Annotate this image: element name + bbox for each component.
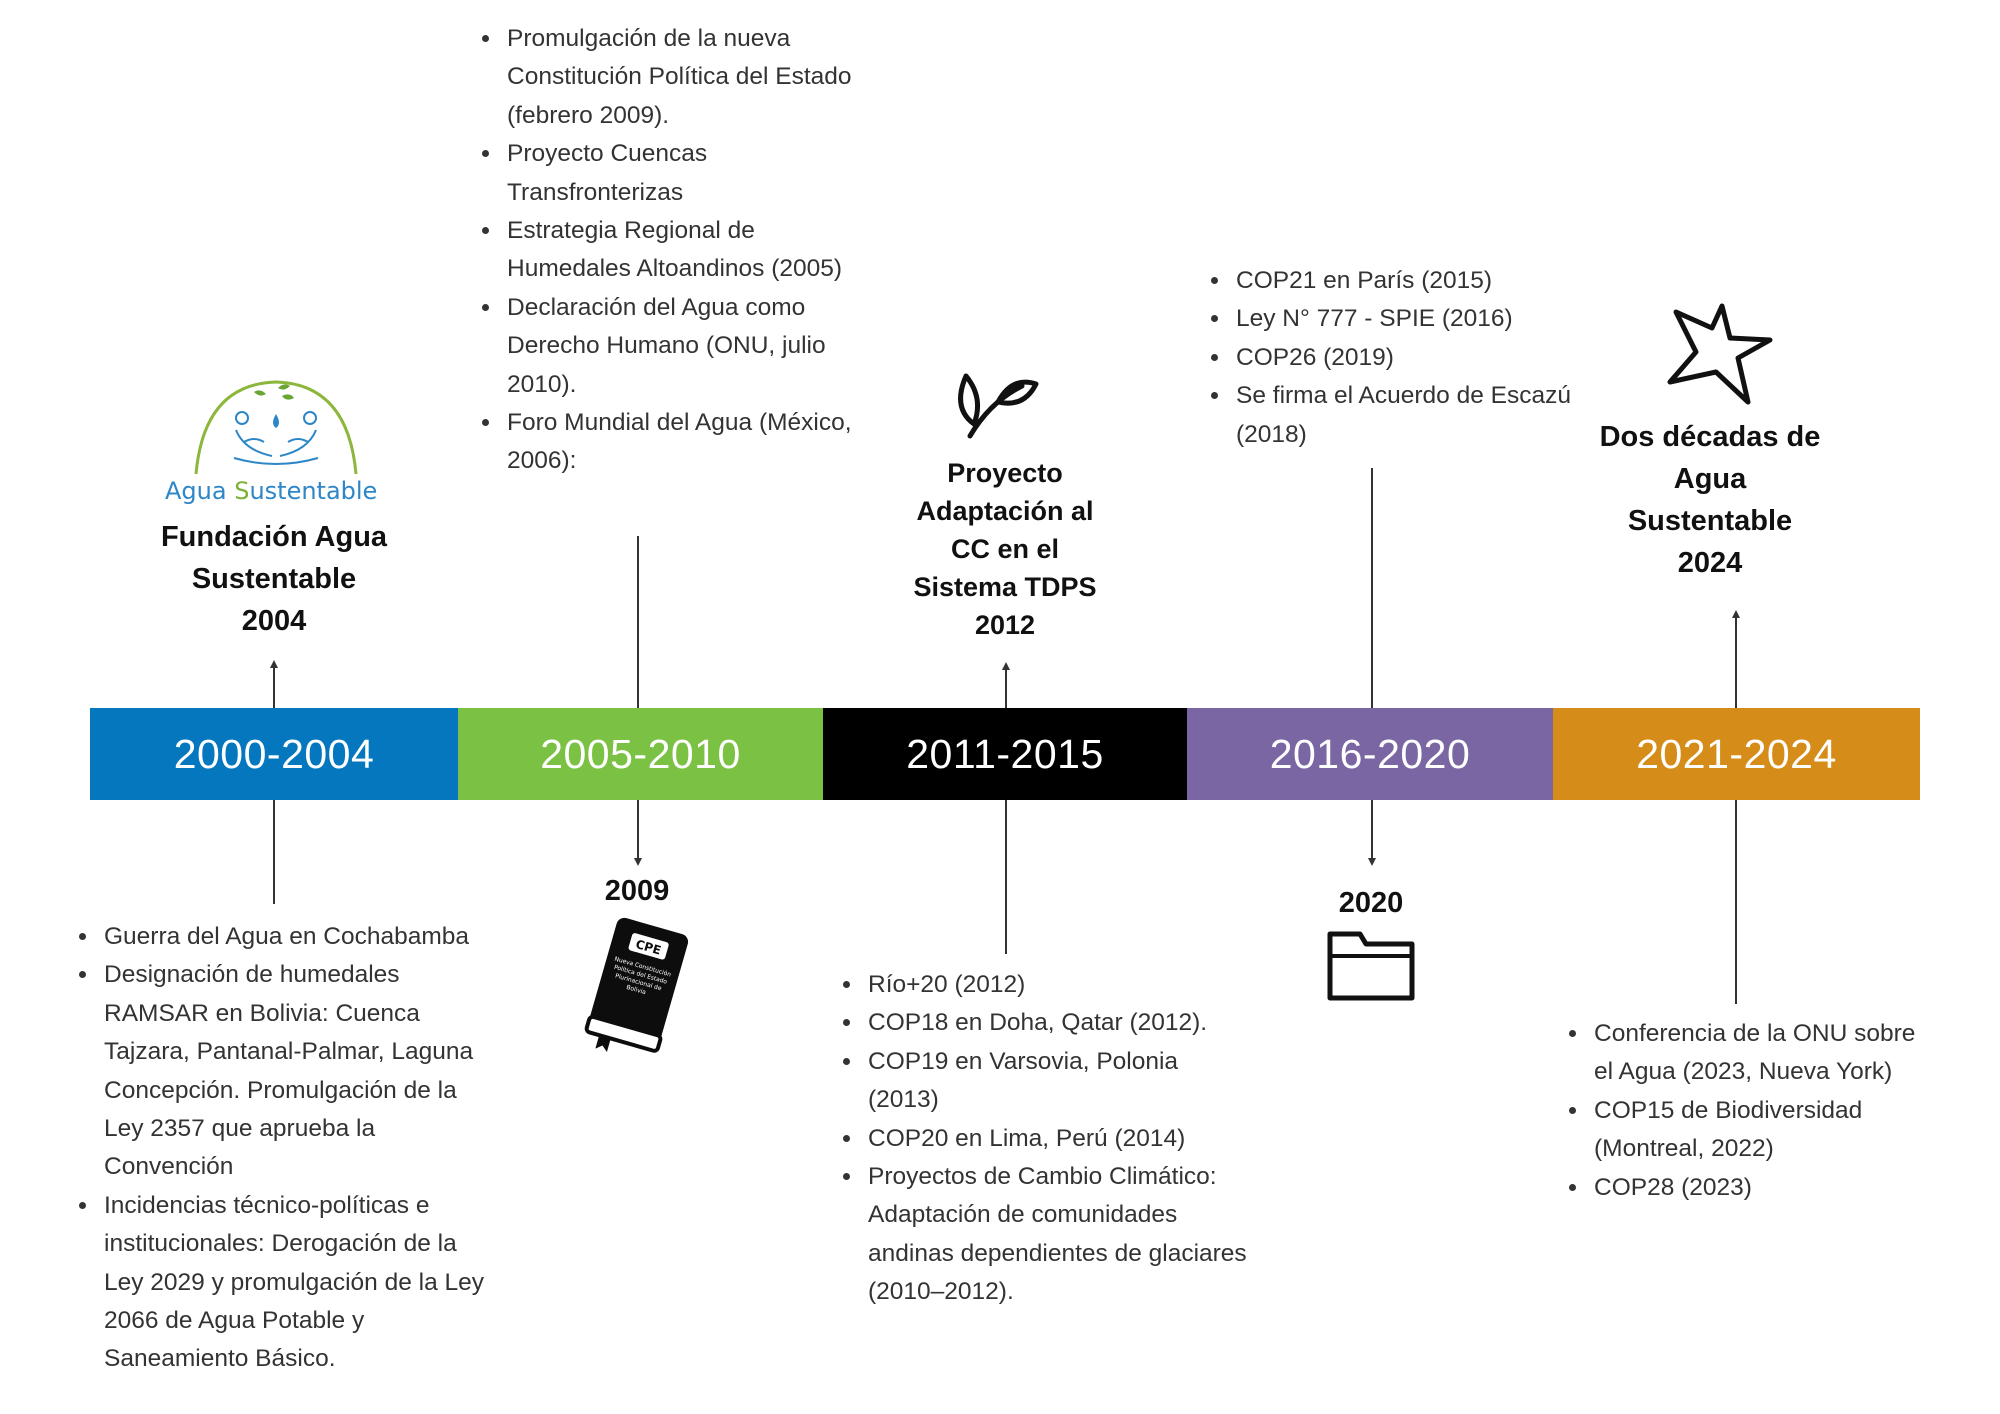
logo-letter-s: S bbox=[234, 477, 250, 505]
event-2009: 2009 bbox=[604, 875, 670, 907]
event-2024-line2: Agua bbox=[1673, 463, 1747, 495]
constitution-book-icon: CPE Nueva Constitución Política del Esta… bbox=[584, 917, 689, 1053]
list-item: Proyecto Cuencas Transfronterizas bbox=[503, 135, 853, 212]
list-item: Incidencias técnico-políticas e instituc… bbox=[100, 1187, 500, 1379]
list-item: Conferencia de la ONU sobre el Agua (202… bbox=[1590, 1015, 1940, 1092]
event-2004-line2: Sustentable bbox=[191, 563, 357, 595]
agua-sustentable-logo-icon bbox=[194, 380, 358, 475]
event-2004-line3: 2004 bbox=[241, 605, 307, 637]
sprout-icon bbox=[958, 373, 1039, 439]
logo-word-ustentable: ustentable bbox=[249, 477, 378, 505]
logo-text: Agua Sustentable bbox=[165, 477, 377, 505]
arrow-2024 bbox=[1732, 610, 1740, 618]
connector-2011-down bbox=[1005, 800, 1007, 954]
list-item: COP21 en París (2015) bbox=[1232, 262, 1592, 300]
connector-2024-up bbox=[1735, 616, 1737, 708]
list-item: Río+20 (2012) bbox=[864, 966, 1254, 1004]
list-item: Ley N° 777 - SPIE (2016) bbox=[1232, 300, 1592, 338]
list-item: Proyectos de Cambio Climático: Adaptació… bbox=[864, 1158, 1254, 1312]
arrow-2009 bbox=[634, 858, 642, 866]
book-title: CPE bbox=[634, 937, 663, 958]
period-2005-2010: 2005-2010 bbox=[458, 708, 823, 800]
connector-2012-up bbox=[1005, 666, 1007, 708]
list-item: Se firma el Acuerdo de Escazú (2018) bbox=[1232, 377, 1592, 454]
connector-2005-up bbox=[637, 536, 639, 708]
list-item: COP20 en Lima, Perú (2014) bbox=[864, 1120, 1254, 1158]
period-2000-2004: 2000-2004 bbox=[90, 708, 458, 800]
list-2021-2024: Conferencia de la ONU sobre el Agua (202… bbox=[1562, 1015, 1940, 1207]
folder-icon bbox=[1327, 931, 1415, 1001]
event-2004-line1: Fundación Agua bbox=[160, 521, 388, 553]
list-item: Estrategia Regional de Humedales Altoand… bbox=[503, 212, 853, 289]
event-fundacion-2004: Fundación Agua Sustentable 2004 bbox=[134, 516, 414, 642]
event-2012-line2: Adaptación al bbox=[916, 496, 1094, 526]
event-2012-line4: Sistema TDPS bbox=[913, 572, 1097, 602]
list-2000-2004: Guerra del Agua en Cochabamba Designació… bbox=[72, 918, 500, 1379]
period-2021-2024: 2021-2024 bbox=[1553, 708, 1920, 800]
event-2024-line4: 2024 bbox=[1677, 547, 1743, 579]
connector-2004-up bbox=[273, 664, 275, 708]
list-item: Guerra del Agua en Cochabamba bbox=[100, 918, 500, 956]
list-2005-2010: Promulgación de la nueva Constitución Po… bbox=[475, 20, 853, 481]
list-item: COP28 (2023) bbox=[1590, 1169, 1940, 1207]
event-proyecto-2012: Proyecto Adaptación al CC en el Sistema … bbox=[870, 454, 1140, 644]
star-icon bbox=[1667, 303, 1773, 405]
list-item: COP18 en Doha, Qatar (2012). bbox=[864, 1004, 1254, 1042]
connector-2000-down bbox=[273, 800, 275, 904]
connector-2021-down bbox=[1735, 800, 1737, 1004]
event-2012-line1: Proyecto bbox=[947, 458, 1063, 488]
period-2011-2015: 2011-2015 bbox=[823, 708, 1187, 800]
event-2012-line5: 2012 bbox=[974, 610, 1036, 640]
connector-2016-up bbox=[1371, 468, 1373, 708]
event-2024-line3: Sustentable bbox=[1627, 505, 1793, 537]
event-2012-line3: CC en el bbox=[950, 534, 1060, 564]
event-2024-line1: Dos décadas de bbox=[1599, 421, 1821, 453]
list-item: Designación de humedales RAMSAR en Boliv… bbox=[100, 956, 500, 1186]
list-2011-2015: Río+20 (2012) COP18 en Doha, Qatar (2012… bbox=[836, 966, 1254, 1312]
connector-2020-down bbox=[1371, 800, 1373, 858]
list-item: Promulgación de la nueva Constitución Po… bbox=[503, 20, 853, 135]
list-2016-2020: COP21 en París (2015) Ley N° 777 - SPIE … bbox=[1204, 262, 1592, 454]
list-item: COP19 en Varsovia, Polonia (2013) bbox=[864, 1043, 1254, 1120]
arrow-2020 bbox=[1368, 858, 1376, 866]
arrow-2004 bbox=[270, 660, 278, 668]
list-item: COP15 de Biodiversidad (Montreal, 2022) bbox=[1590, 1092, 1940, 1169]
list-item: Declaración del Agua como Derecho Humano… bbox=[503, 289, 853, 404]
event-dos-decadas-2024: Dos décadas de Agua Sustentable 2024 bbox=[1575, 416, 1845, 584]
logo-word-agua: Agua bbox=[165, 477, 235, 505]
event-2020: 2020 bbox=[1338, 887, 1404, 919]
arrow-2012 bbox=[1002, 662, 1010, 670]
list-item: COP26 (2019) bbox=[1232, 339, 1592, 377]
list-item: Foro Mundial del Agua (México, 2006): bbox=[503, 404, 853, 481]
period-2016-2020: 2016-2020 bbox=[1187, 708, 1553, 800]
connector-2009-down bbox=[637, 800, 639, 858]
